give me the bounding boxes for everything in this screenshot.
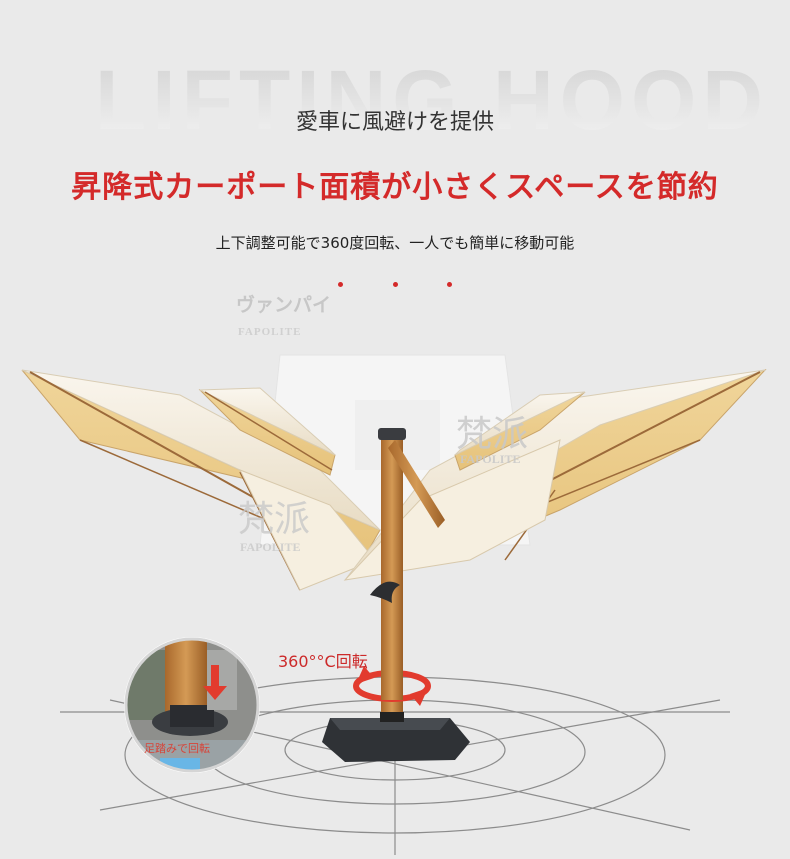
- rotation-arrow-icon: [353, 666, 431, 706]
- umbrella-pole: [370, 428, 445, 720]
- inset-caption: 足踏みで回転: [144, 742, 210, 755]
- pedal-detail-inset: [124, 637, 260, 773]
- brand-watermark-latin: FAPOLITE: [460, 452, 521, 466]
- umbrella-base: [322, 712, 470, 762]
- page-description: 上下調整可能で360度回転、一人でも簡単に移動可能: [215, 234, 575, 252]
- dot-divider: [0, 272, 790, 291]
- brand-watermark-latin: FAPOLITE: [238, 326, 302, 338]
- rotation-label: 360°°C回転: [278, 652, 368, 671]
- brand-watermark-kanji: 梵派: [238, 499, 311, 540]
- divider-dot: [446, 282, 452, 287]
- brand-watermark-latin: FAPOLITE: [240, 540, 301, 554]
- upper-left-canopy: [198, 387, 336, 476]
- divider-dot: [392, 282, 398, 287]
- page-heading: 愛車に風避けを提供: [295, 110, 494, 135]
- upper-right-canopy: [454, 391, 586, 471]
- brand-watermark-kana: ヴァンパイ: [236, 294, 332, 316]
- left-canopy: [21, 369, 381, 591]
- page-subheading: 昇降式カーポート面積が小さくスペースを節約: [71, 170, 719, 205]
- down-arrow-icon: [203, 665, 227, 700]
- divider-dot: [338, 282, 344, 287]
- background-title-word: LIFTING HOOD: [95, 53, 769, 147]
- brand-watermark-kanji: 梵派: [456, 414, 529, 455]
